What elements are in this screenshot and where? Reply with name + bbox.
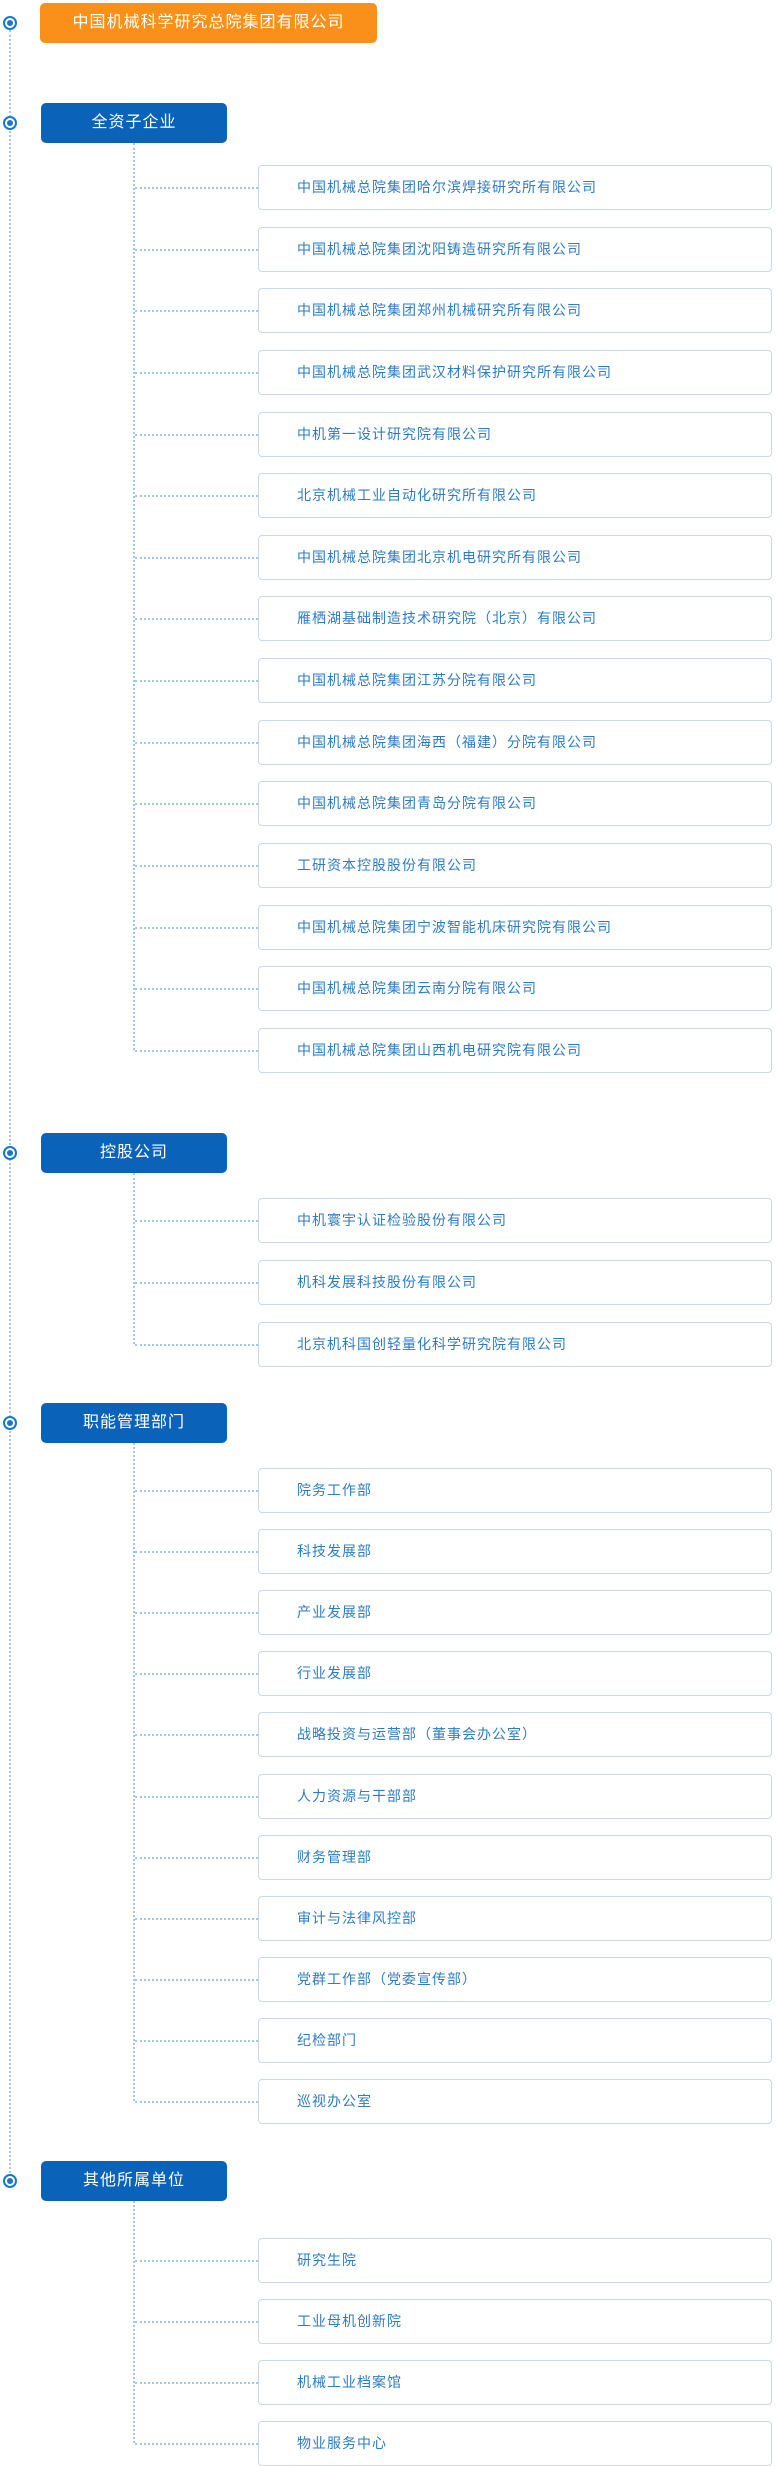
org-item-node[interactable]: 物业服务中心 <box>258 2421 772 2466</box>
item-connector-line <box>135 1857 258 1859</box>
item-connector-line <box>135 2040 258 2042</box>
item-connector-line <box>135 434 258 436</box>
item-connector-line <box>135 1796 258 1798</box>
org-item-node[interactable]: 北京机械工业自动化研究所有限公司 <box>258 473 772 518</box>
item-connector-line <box>135 495 258 497</box>
org-item-node[interactable]: 财务管理部 <box>258 1835 772 1880</box>
item-connector-line <box>135 1282 258 1284</box>
org-item-node[interactable]: 中国机械总院集团哈尔滨焊接研究所有限公司 <box>258 165 772 210</box>
org-item-node[interactable]: 中机寰宇认证检验股份有限公司 <box>258 1198 772 1243</box>
section-radio-icon[interactable] <box>3 2174 17 2188</box>
item-connector-line <box>135 2321 258 2323</box>
org-item-node[interactable]: 党群工作部（党委宣传部） <box>258 1957 772 2002</box>
section-radio-icon[interactable] <box>3 1416 17 1430</box>
org-item-node[interactable]: 机科发展科技股份有限公司 <box>258 1260 772 1305</box>
item-connector-line <box>135 1612 258 1614</box>
item-connector-line <box>135 1673 258 1675</box>
trunk-connector-line <box>9 30 11 2181</box>
org-item-node[interactable]: 中国机械总院集团青岛分院有限公司 <box>258 781 772 826</box>
item-connector-line <box>135 1220 258 1222</box>
org-item-node[interactable]: 人力资源与干部部 <box>258 1774 772 1819</box>
org-item-node[interactable]: 中国机械总院集团武汉材料保护研究所有限公司 <box>258 350 772 395</box>
org-item-node[interactable]: 中国机械总院集团山西机电研究院有限公司 <box>258 1028 772 1073</box>
item-connector-line <box>135 1918 258 1920</box>
org-item-node[interactable]: 中国机械总院集团江苏分院有限公司 <box>258 658 772 703</box>
org-item-node[interactable]: 北京机科国创轻量化科学研究院有限公司 <box>258 1322 772 1367</box>
item-connector-line <box>135 310 258 312</box>
item-connector-line <box>135 2443 258 2445</box>
item-connector-line <box>135 1490 258 1492</box>
section-node-1[interactable]: 控股公司 <box>41 1133 227 1173</box>
org-item-node[interactable]: 中国机械总院集团宁波智能机床研究院有限公司 <box>258 905 772 950</box>
item-connector-line <box>135 1551 258 1553</box>
item-connector-line <box>135 249 258 251</box>
org-item-node[interactable]: 科技发展部 <box>258 1529 772 1574</box>
org-item-node[interactable]: 战略投资与运营部（董事会办公室） <box>258 1712 772 1757</box>
item-connector-line <box>135 618 258 620</box>
org-item-node[interactable]: 中国机械总院集团海西（福建）分院有限公司 <box>258 720 772 765</box>
section-radio-icon[interactable] <box>3 1146 17 1160</box>
org-item-node[interactable]: 院务工作部 <box>258 1468 772 1513</box>
section-radio-icon[interactable] <box>3 116 17 130</box>
item-connector-line <box>135 2101 258 2103</box>
item-connector-line <box>135 2260 258 2262</box>
org-item-node[interactable]: 审计与法律风控部 <box>258 1896 772 1941</box>
item-connector-line <box>135 1050 258 1052</box>
org-item-node[interactable]: 工研资本控股股份有限公司 <box>258 843 772 888</box>
org-item-node[interactable]: 巡视办公室 <box>258 2079 772 2124</box>
item-connector-line <box>135 557 258 559</box>
item-connector-line <box>135 187 258 189</box>
item-connector-line <box>135 372 258 374</box>
section-connector-line <box>133 1443 135 2101</box>
item-connector-line <box>135 927 258 929</box>
section-connector-line <box>133 143 135 1050</box>
section-node-3[interactable]: 其他所属单位 <box>41 2161 227 2201</box>
section-connector-line <box>133 1173 135 1344</box>
org-item-node[interactable]: 中国机械总院集团云南分院有限公司 <box>258 966 772 1011</box>
item-connector-line <box>135 680 258 682</box>
section-connector-line <box>133 2201 135 2443</box>
root-node[interactable]: 中国机械科学研究总院集团有限公司 <box>40 3 377 43</box>
item-connector-line <box>135 1734 258 1736</box>
org-item-node[interactable]: 研究生院 <box>258 2238 772 2283</box>
org-item-node[interactable]: 机械工业档案馆 <box>258 2360 772 2405</box>
org-item-node[interactable]: 中机第一设计研究院有限公司 <box>258 412 772 457</box>
item-connector-line <box>135 1344 258 1346</box>
item-connector-line <box>135 1979 258 1981</box>
item-connector-line <box>135 803 258 805</box>
item-connector-line <box>135 742 258 744</box>
item-connector-line <box>135 988 258 990</box>
org-item-node[interactable]: 中国机械总院集团郑州机械研究所有限公司 <box>258 288 772 333</box>
item-connector-line <box>135 865 258 867</box>
section-node-2[interactable]: 职能管理部门 <box>41 1403 227 1443</box>
org-item-node[interactable]: 工业母机创新院 <box>258 2299 772 2344</box>
org-item-node[interactable]: 中国机械总院集团北京机电研究所有限公司 <box>258 535 772 580</box>
org-item-node[interactable]: 行业发展部 <box>258 1651 772 1696</box>
root-radio-icon[interactable] <box>3 16 17 30</box>
org-item-node[interactable]: 中国机械总院集团沈阳铸造研究所有限公司 <box>258 227 772 272</box>
org-item-node[interactable]: 纪检部门 <box>258 2018 772 2063</box>
org-item-node[interactable]: 产业发展部 <box>258 1590 772 1635</box>
item-connector-line <box>135 2382 258 2384</box>
org-item-node[interactable]: 雁栖湖基础制造技术研究院（北京）有限公司 <box>258 596 772 641</box>
section-node-0[interactable]: 全资子企业 <box>41 103 227 143</box>
